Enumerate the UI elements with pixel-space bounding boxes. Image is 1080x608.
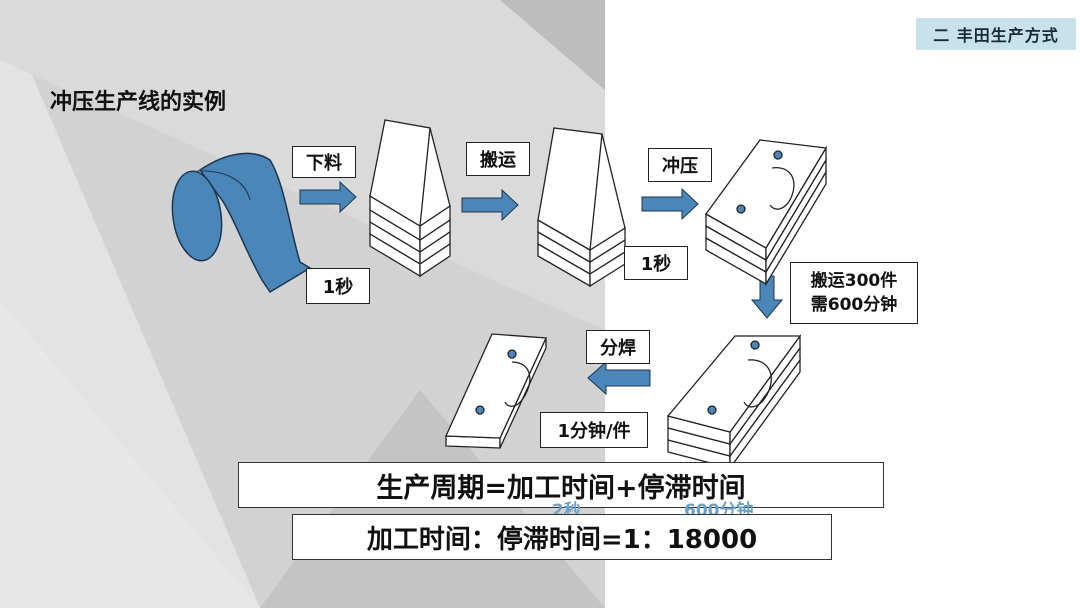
transport-note-line1: 搬运300件 [810,271,898,291]
time-label-press: 1秒 [624,246,688,280]
blank-stack-2-icon [537,127,626,288]
step-label-press: 冲压 [648,148,712,182]
arrow-left-icon [587,360,651,396]
formula-box-cycle: 生产周期=加工时间+停滞时间 [238,462,884,508]
arrow-right-icon [299,180,357,214]
step-label-weld: 分焊 [586,330,650,364]
transport-note: 搬运300件 需600分钟 [790,262,918,324]
steel-coil-icon [171,152,312,294]
pressed-part-stack-1-icon [705,139,828,287]
step-label-cut: 下料 [292,146,356,178]
formula-cycle-text: 生产周期=加工时间+停滞时间 [376,472,746,504]
flow-arrows [299,180,784,396]
welded-part-icon [445,333,547,449]
formula-box-ratio: 加工时间：停滞时间=1：18000 [292,514,832,560]
pressed-part-stack-2-icon [666,334,802,470]
step-label-carry: 搬运 [466,142,530,176]
section-badge: 二 丰田生产方式 [916,18,1076,50]
time-label-weld: 1分钟/件 [540,412,648,448]
arrow-down-icon [750,275,784,319]
arrow-right-icon [461,188,519,222]
time-label-cut: 1秒 [306,268,370,304]
formula-ratio-text: 加工时间：停滞时间=1：18000 [366,524,758,555]
transport-note-line2: 需600分钟 [810,295,898,315]
arrow-right-icon [641,187,699,221]
blank-stack-1-icon [369,119,451,278]
page-title: 冲压生产线的实例 [50,90,227,115]
